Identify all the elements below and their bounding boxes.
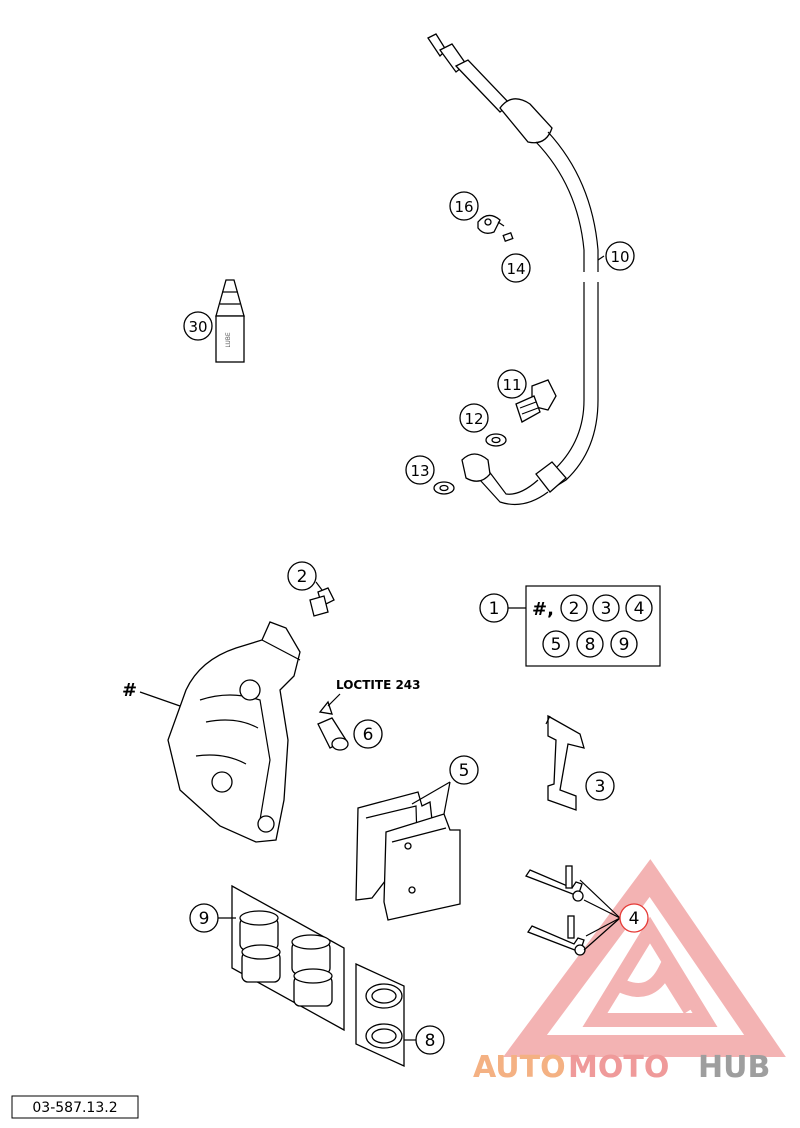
- kit-box: #,: [508, 585, 661, 667]
- watermark-hub: HUB: [698, 1050, 770, 1085]
- svg-text:LUBE: LUBE: [225, 332, 232, 348]
- callout-30: 30: [183, 311, 213, 341]
- svg-text:11: 11: [502, 376, 521, 394]
- pad-spring: [545, 714, 585, 811]
- svg-text:2: 2: [569, 599, 580, 619]
- svg-text:5: 5: [551, 635, 562, 655]
- svg-text:30: 30: [188, 318, 207, 336]
- callout-4: 4: [619, 903, 649, 933]
- callout-12: 12: [459, 403, 489, 433]
- svg-text:9: 9: [199, 909, 210, 929]
- seal-kit: [355, 962, 405, 1068]
- svg-text:1: 1: [489, 599, 500, 619]
- svg-text:13: 13: [410, 462, 429, 480]
- kit-item-8: 8: [576, 630, 604, 658]
- bleed-screw: [309, 587, 335, 617]
- hose-clip: [477, 214, 505, 234]
- kit-item-5: 5: [542, 630, 570, 658]
- callout-5: 5: [449, 755, 479, 785]
- svg-text:3: 3: [601, 599, 612, 619]
- svg-text:4: 4: [629, 909, 640, 929]
- kit-item-3: 3: [592, 594, 620, 622]
- kit-item-2: 2: [560, 594, 588, 622]
- svg-text:8: 8: [425, 1031, 436, 1051]
- svg-text:8: 8: [585, 635, 596, 655]
- grease-tube: LUBE: [215, 279, 245, 363]
- brake-pad-front: [383, 813, 461, 921]
- brake-caliper: [167, 621, 301, 843]
- piston-kit: [231, 884, 345, 1032]
- watermark-moto: MOTO: [568, 1050, 669, 1085]
- callout-2: 2: [287, 561, 317, 591]
- callout-9: 9: [189, 903, 219, 933]
- callout-8: 8: [415, 1025, 445, 1055]
- svg-text:4: 4: [634, 599, 645, 619]
- svg-text:12: 12: [464, 410, 483, 428]
- callout-13: 13: [405, 455, 435, 485]
- callout-14: 14: [501, 253, 531, 283]
- pad-pins: [525, 865, 586, 956]
- svg-text:3: 3: [595, 777, 606, 797]
- callout-1: 1: [479, 593, 509, 623]
- svg-text:6: 6: [363, 725, 374, 745]
- callout-3: 3: [585, 771, 615, 801]
- clip-screw: [502, 231, 514, 243]
- svg-text:14: 14: [506, 260, 525, 278]
- callout-16: 16: [449, 191, 479, 221]
- svg-text:9: 9: [619, 635, 630, 655]
- svg-text:2: 2: [297, 567, 308, 587]
- kit-item-4: 4: [625, 594, 653, 622]
- callout-10: 10: [605, 241, 635, 271]
- brake-hose: [427, 33, 599, 505]
- banjo-bolt: [515, 379, 557, 423]
- loctite-label: LOCTITE 243: [336, 678, 421, 692]
- caliper-hash-label: #: [122, 680, 137, 701]
- svg-text:10: 10: [610, 248, 629, 266]
- part-number: 03-587.13.2: [32, 1100, 117, 1116]
- watermark-logo: [503, 859, 786, 1057]
- kit-item-9: 9: [610, 630, 638, 658]
- callout-11: 11: [497, 369, 527, 399]
- hash-leader: [139, 691, 181, 707]
- callout-6: 6: [353, 719, 383, 749]
- watermark-text: AUTO MOTO HUB: [473, 1050, 770, 1085]
- kit-hash: #,: [532, 599, 554, 620]
- caliper-bolt: [317, 700, 349, 751]
- watermark-auto: AUTO: [473, 1050, 566, 1085]
- part-number-box: 03-587.13.2: [11, 1095, 139, 1119]
- svg-text:16: 16: [454, 198, 473, 216]
- svg-text:5: 5: [459, 761, 470, 781]
